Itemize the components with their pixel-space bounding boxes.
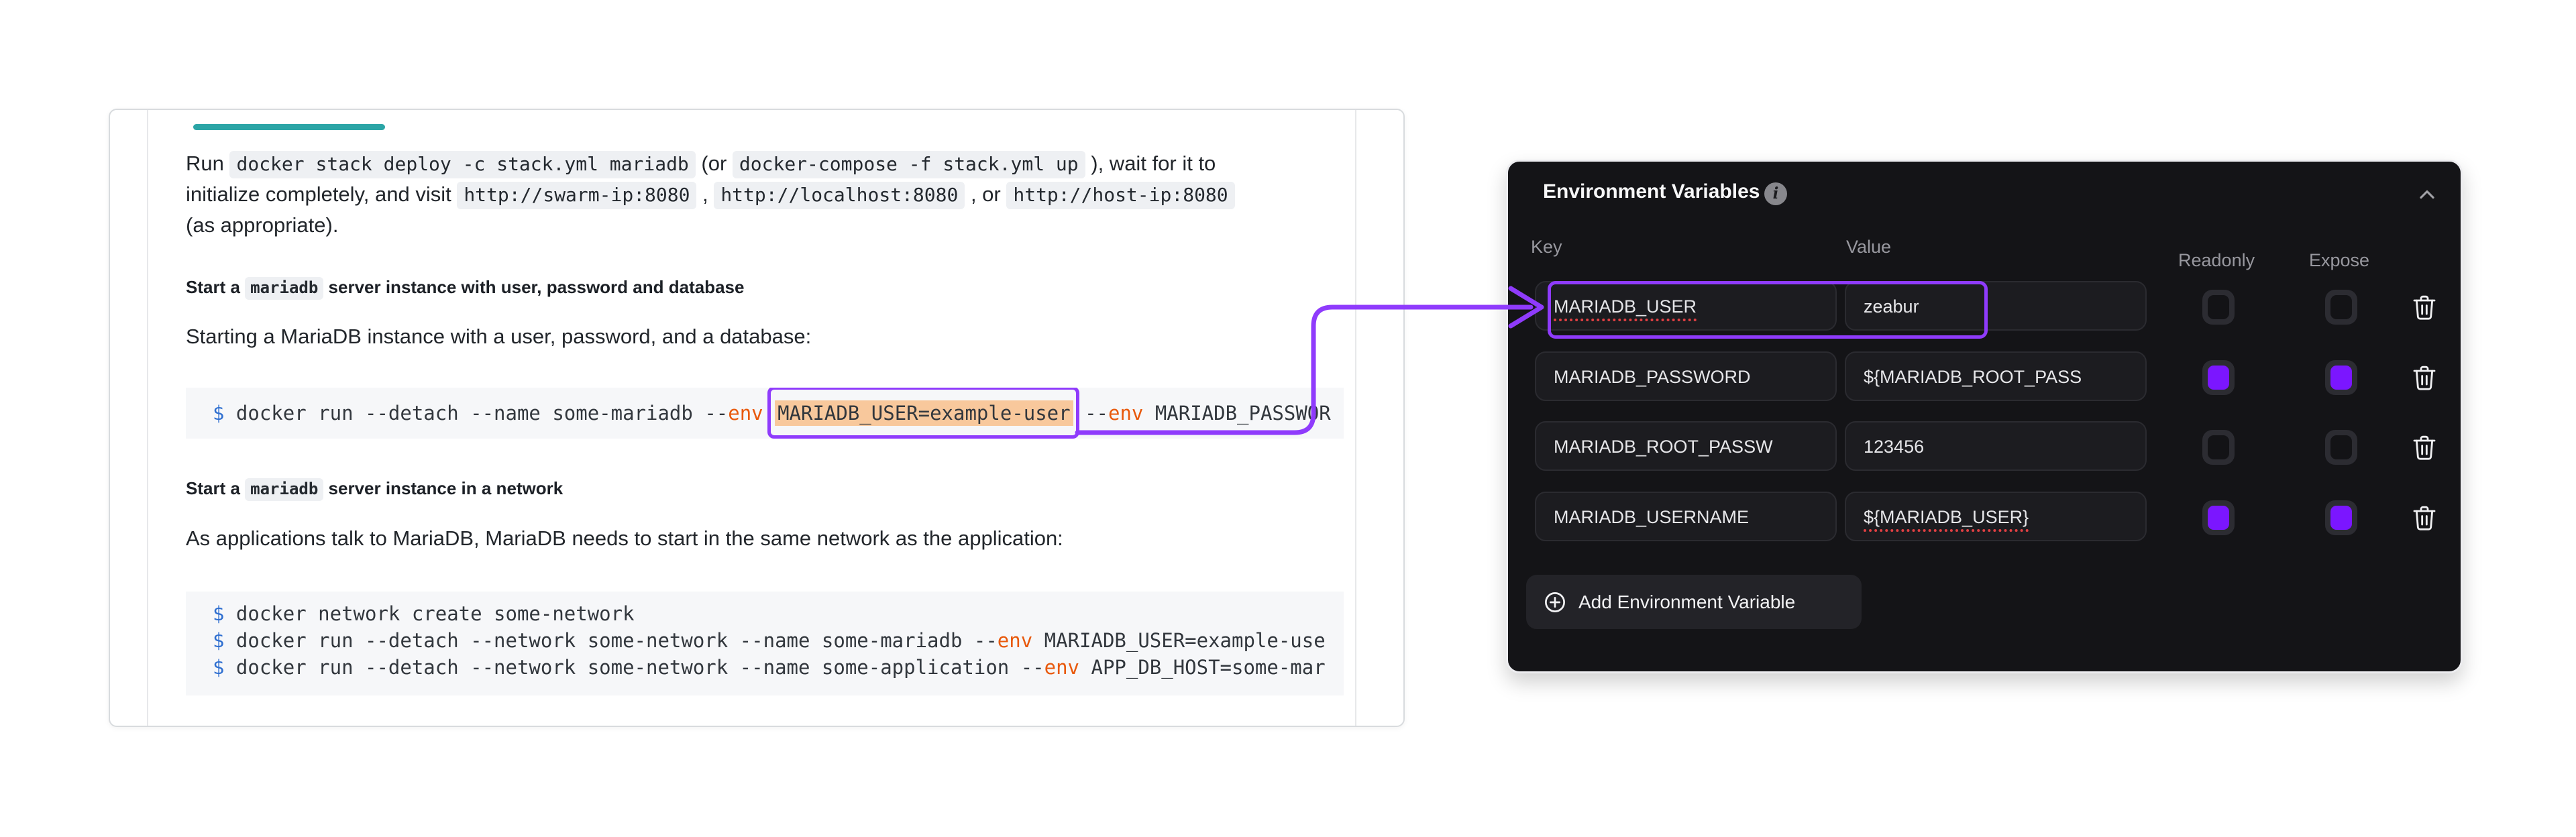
- column-header-key: Key: [1531, 237, 1562, 257]
- add-button-label: Add Environment Variable: [1578, 591, 1796, 612]
- environment-variables-panel: Environment Variables i Key Value Readon…: [1506, 160, 2463, 673]
- code-line: $ docker run --detach --network some-net…: [213, 629, 1326, 652]
- code-line: $ docker run --detach --network some-net…: [213, 656, 1326, 679]
- value-input[interactable]: zeabur: [1845, 281, 2147, 331]
- readonly-checkbox[interactable]: [2202, 430, 2235, 465]
- inner-divider-left: [147, 110, 148, 726]
- chevron-up-icon[interactable]: [2415, 182, 2439, 207]
- expose-checkbox[interactable]: [2325, 360, 2357, 395]
- column-header-value: Value: [1846, 237, 1892, 257]
- code-line: $ docker run --detach --name some-mariad…: [213, 400, 1331, 426]
- code-line: $ docker network create some-network: [213, 602, 635, 625]
- documentation-card: Run docker stack deploy -c stack.yml mar…: [109, 109, 1405, 727]
- readonly-checkbox[interactable]: [2202, 290, 2235, 325]
- paragraph-network: As applications talk to MariaDB, MariaDB…: [186, 526, 1063, 550]
- column-header-expose: Expose: [2309, 250, 2370, 270]
- delete-row-button[interactable]: [2411, 432, 2438, 463]
- value-input[interactable]: 123456: [1845, 421, 2147, 471]
- expose-checkbox[interactable]: [2325, 290, 2357, 325]
- inner-divider-right: [1355, 110, 1356, 726]
- key-input[interactable]: MARIADB_USERNAME: [1535, 492, 1837, 541]
- env-row: MARIADB_ROOT_PASSW 123456: [1508, 421, 2461, 473]
- env-row: MARIADB_USER zeabur: [1508, 281, 2461, 333]
- info-icon[interactable]: i: [1764, 182, 1787, 205]
- paragraph-deploy-line3: (as appropriate).: [186, 213, 339, 237]
- paragraph-deploy-line1: Run docker stack deploy -c stack.yml mar…: [186, 151, 1326, 178]
- readonly-checkbox[interactable]: [2202, 500, 2235, 535]
- expose-checkbox[interactable]: [2325, 430, 2357, 465]
- active-tab-indicator: [193, 124, 385, 130]
- heading-start-with-user: Start a mariadb server instance with use…: [186, 277, 1326, 300]
- heading-start-in-network: Start a mariadb server instance in a net…: [186, 478, 1326, 501]
- env-row: MARIADB_USERNAME ${MARIADB_USER}: [1508, 492, 2461, 544]
- plus-circle-icon: [1542, 590, 1568, 615]
- value-input[interactable]: ${MARIADB_ROOT_PASS: [1845, 351, 2147, 401]
- key-input[interactable]: MARIADB_USER: [1535, 281, 1837, 331]
- readonly-checkbox[interactable]: [2202, 360, 2235, 395]
- value-input[interactable]: ${MARIADB_USER}: [1845, 492, 2147, 541]
- key-input[interactable]: MARIADB_PASSWORD: [1535, 351, 1837, 401]
- code-block-run-mariadb: $ docker run --detach --name some-mariad…: [186, 388, 1344, 439]
- env-row: MARIADB_PASSWORD ${MARIADB_ROOT_PASS: [1508, 351, 2461, 404]
- code-block-network: $ docker network create some-network $ d…: [186, 592, 1344, 695]
- delete-row-button[interactable]: [2411, 292, 2438, 323]
- panel-title: Environment Variables: [1543, 180, 1760, 203]
- delete-row-button[interactable]: [2411, 362, 2438, 393]
- paragraph-starting-instance: Starting a MariaDB instance with a user,…: [186, 325, 812, 348]
- key-input[interactable]: MARIADB_ROOT_PASSW: [1535, 421, 1837, 471]
- paragraph-deploy-line2: initialize completely, and visit http://…: [186, 182, 1326, 209]
- column-header-readonly: Readonly: [2178, 250, 2255, 270]
- expose-checkbox[interactable]: [2325, 500, 2357, 535]
- delete-row-button[interactable]: [2411, 502, 2438, 533]
- add-environment-variable-button[interactable]: Add Environment Variable: [1526, 575, 1862, 629]
